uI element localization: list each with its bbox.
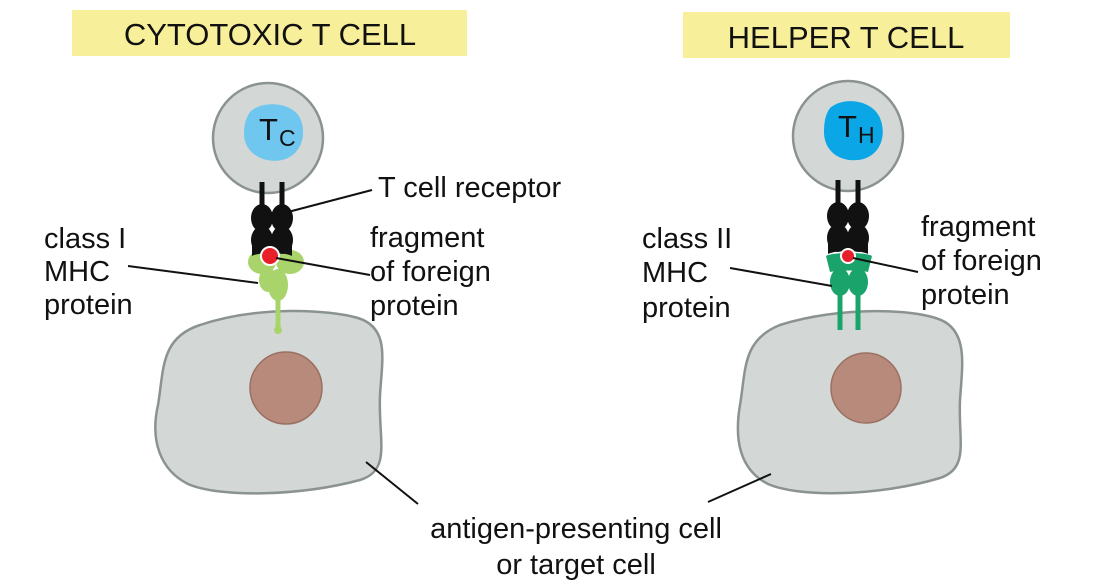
- class1-label-line3: protein: [44, 289, 133, 321]
- th-label-letter: T: [838, 109, 857, 144]
- class2-label-line2: MHC: [642, 257, 708, 289]
- apc-label-line1: antigen-presenting cell: [430, 513, 722, 545]
- helper-title-box: [683, 12, 1010, 58]
- fragment1-leader-line: [275, 257, 371, 276]
- fragment2-label-line1: fragment: [921, 211, 1035, 243]
- fragment2-label-line2: of foreign: [921, 245, 1042, 277]
- cytotoxic-foreign-fragment: [260, 246, 280, 266]
- cytotoxic-title-box: [72, 10, 467, 56]
- class2-label-line1: class II: [642, 223, 732, 255]
- cytotoxic-nucleus: [244, 104, 304, 161]
- fragment1-label-line2: of foreign: [370, 256, 491, 288]
- fragment1-label-line1: fragment: [370, 222, 484, 254]
- receptor-leader-line: [287, 189, 373, 213]
- helper-t-cell-receptor: [827, 180, 869, 254]
- class2-label-line3: protein: [642, 292, 731, 324]
- left-apc-leader-line: [365, 461, 419, 505]
- class1-label-line1: class I: [44, 223, 126, 255]
- fragment2-label-line3: protein: [921, 279, 1010, 311]
- helper-nucleus: [824, 101, 883, 161]
- class2-leader-line: [729, 267, 833, 287]
- helper-title: HELPER T CELL: [728, 20, 965, 55]
- t-cell-receptor-label: T cell receptor: [378, 172, 562, 204]
- tc-label-letter: T: [259, 112, 278, 147]
- class1-label-line2: MHC: [44, 256, 110, 288]
- class1-leader-line: [127, 265, 259, 284]
- fragment2-leader-line: [852, 257, 919, 273]
- th-label-sub: H: [858, 122, 875, 148]
- tc-label-sub: C: [279, 125, 296, 151]
- fragment1-label-line3: protein: [370, 290, 459, 322]
- apc-label-line2: or target cell: [496, 549, 656, 581]
- right-apc-nucleus: [830, 352, 902, 424]
- right-apc-leader-line: [707, 473, 772, 503]
- cytotoxic-title: CYTOTOXIC T CELL: [124, 17, 416, 52]
- left-apc-nucleus: [249, 351, 323, 425]
- helper-foreign-fragment: [840, 248, 856, 264]
